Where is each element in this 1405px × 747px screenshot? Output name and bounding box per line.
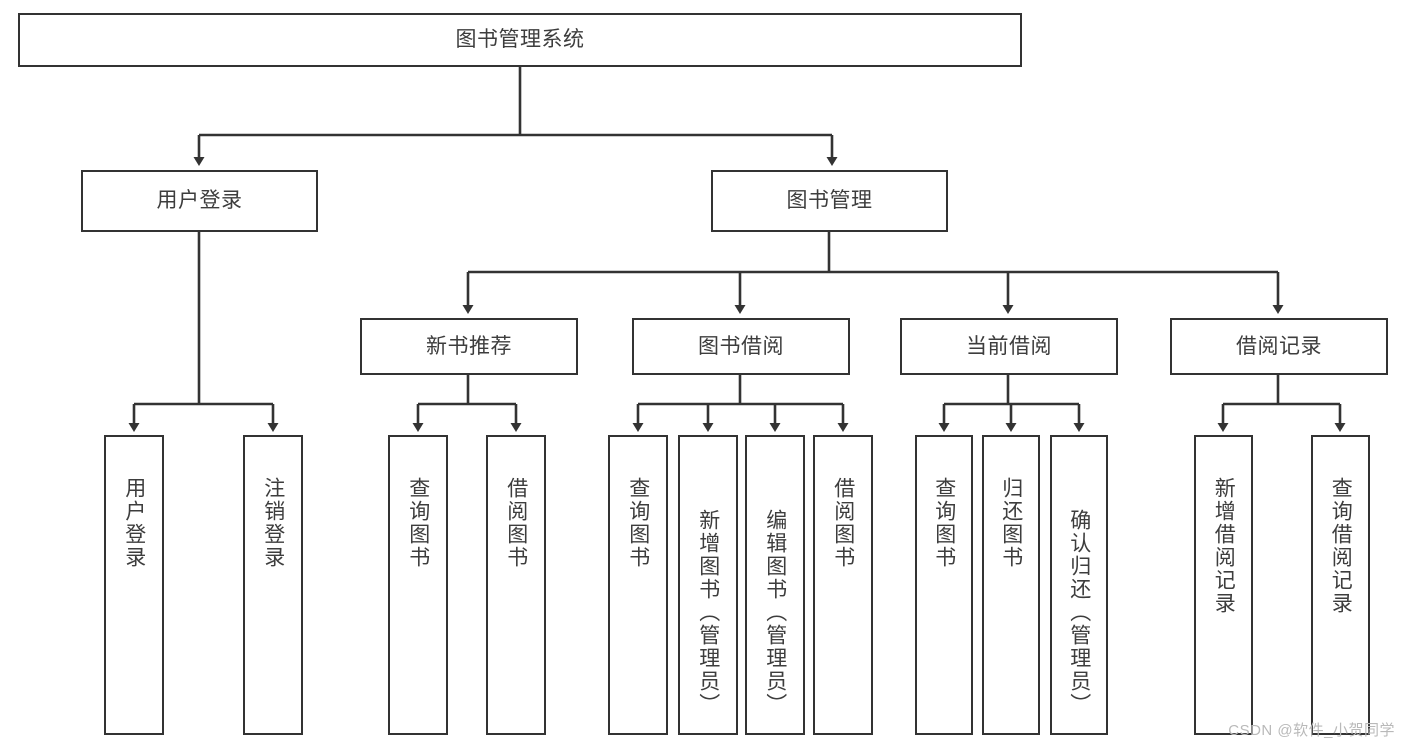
watermark: CSDN @软件_小贺同学 <box>1228 722 1395 739</box>
node-current-borrow-label: 当前借阅 <box>966 334 1052 358</box>
leaf-leaf-query-book-rec-label: 查询图书 <box>406 477 430 569</box>
leaf-leaf-confirm-return-admin-label: 确认归还（管理员） <box>1067 509 1091 716</box>
leaf-leaf-add-book-admin-label: 新增图书（管理员） <box>696 509 720 716</box>
node-user-login[interactable]: 用户登录 <box>81 170 318 232</box>
node-borrow-records[interactable]: 借阅记录 <box>1170 318 1388 375</box>
node-book-management-label: 图书管理 <box>786 189 873 213</box>
leaf-leaf-query-book-borrow-label: 查询图书 <box>626 477 650 569</box>
leaf-leaf-user-login[interactable]: 用户登录 <box>104 435 164 735</box>
leaf-leaf-borrow-book-label: 借阅图书 <box>831 477 855 569</box>
leaf-leaf-borrow-book-rec[interactable]: 借阅图书 <box>486 435 546 735</box>
leaf-leaf-add-borrow-record[interactable]: 新增借阅记录 <box>1194 435 1253 735</box>
node-new-book-recommend[interactable]: 新书推荐 <box>360 318 578 375</box>
leaf-leaf-confirm-return-admin[interactable]: 确认归还（管理员） <box>1050 435 1108 735</box>
leaf-leaf-add-borrow-record-label: 新增借阅记录 <box>1212 477 1236 615</box>
node-root-label: 图书管理系统 <box>455 28 585 52</box>
leaf-leaf-return-book-label: 归还图书 <box>999 477 1023 569</box>
leaf-leaf-query-book-rec[interactable]: 查询图书 <box>388 435 448 735</box>
leaf-leaf-borrow-book-rec-label: 借阅图书 <box>504 477 528 569</box>
leaf-leaf-query-book-current[interactable]: 查询图书 <box>915 435 973 735</box>
leaf-leaf-logout[interactable]: 注销登录 <box>243 435 303 735</box>
node-new-book-recommend-label: 新书推荐 <box>426 334 512 358</box>
node-book-borrow[interactable]: 图书借阅 <box>632 318 850 375</box>
leaf-leaf-edit-book-admin-label: 编辑图书（管理员） <box>763 509 787 716</box>
leaf-leaf-query-book-current-label: 查询图书 <box>932 477 956 569</box>
node-root[interactable]: 图书管理系统 <box>18 13 1022 67</box>
node-current-borrow[interactable]: 当前借阅 <box>900 318 1118 375</box>
node-user-login-label: 用户登录 <box>156 189 243 213</box>
leaf-leaf-query-book-borrow[interactable]: 查询图书 <box>608 435 668 735</box>
leaf-leaf-query-borrow-record-label: 查询借阅记录 <box>1329 477 1353 615</box>
leaf-leaf-user-login-label: 用户登录 <box>122 477 146 569</box>
leaf-leaf-query-borrow-record[interactable]: 查询借阅记录 <box>1311 435 1370 735</box>
leaf-leaf-add-book-admin[interactable]: 新增图书（管理员） <box>678 435 738 735</box>
leaf-leaf-borrow-book[interactable]: 借阅图书 <box>813 435 873 735</box>
node-book-management[interactable]: 图书管理 <box>711 170 948 232</box>
leaf-leaf-return-book[interactable]: 归还图书 <box>982 435 1040 735</box>
node-book-borrow-label: 图书借阅 <box>698 334 784 358</box>
leaf-leaf-logout-label: 注销登录 <box>261 477 285 569</box>
node-borrow-records-label: 借阅记录 <box>1236 334 1322 358</box>
leaf-leaf-edit-book-admin[interactable]: 编辑图书（管理员） <box>745 435 805 735</box>
